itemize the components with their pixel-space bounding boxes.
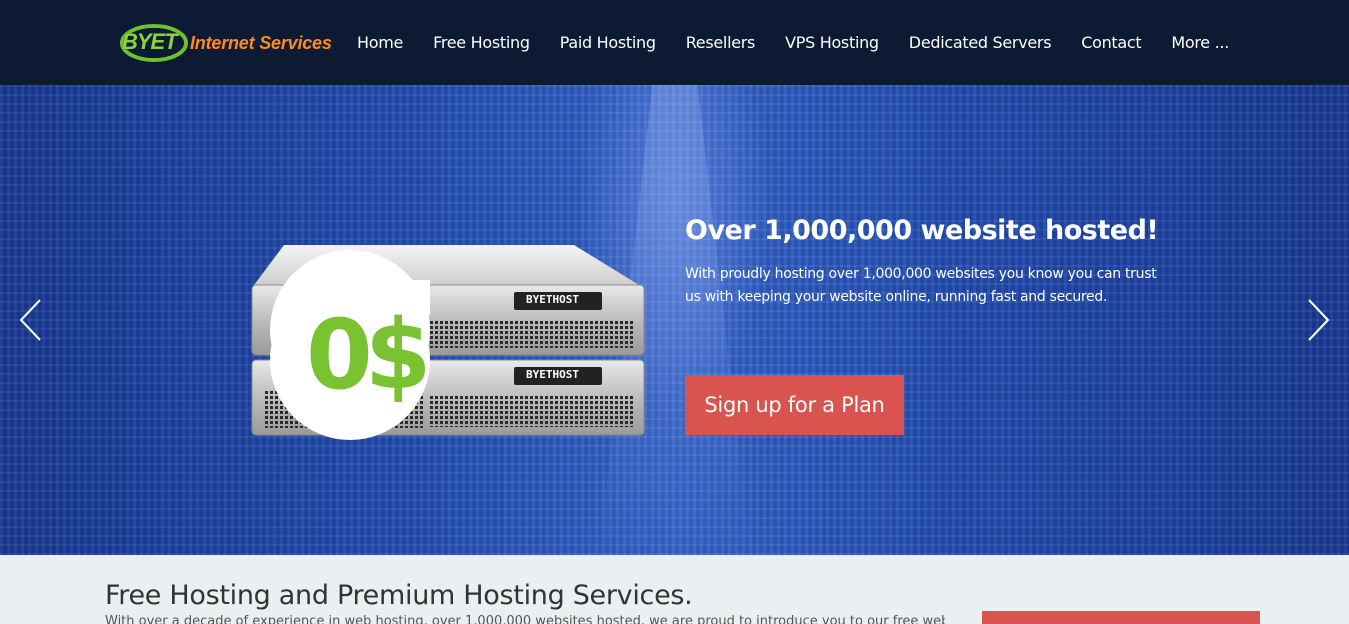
brand-name: Internet Services — [190, 32, 332, 53]
server-illustration: BYETHOST BYETHOST 0$ — [244, 240, 652, 450]
nav-vps-hosting[interactable]: VPS Hosting — [785, 33, 879, 52]
brand-logo[interactable]: BYET Internet Services — [120, 22, 332, 64]
logo-mark-icon: BYET — [120, 23, 188, 63]
server-label-lower: BYETHOST — [526, 368, 579, 381]
section-intro-text: With over a decade of experience in web … — [105, 614, 945, 624]
nav-resellers[interactable]: Resellers — [685, 33, 756, 52]
hero-description: With proudly hosting over 1,000,000 webs… — [685, 266, 1157, 305]
nav-home[interactable]: Home — [357, 33, 404, 52]
price-badge: 0$ — [306, 299, 432, 411]
slider-prev-button[interactable] — [16, 297, 46, 343]
slider-next-button[interactable] — [1303, 297, 1333, 343]
sign-up-plan-button[interactable]: Sign up for a Plan — [685, 375, 904, 435]
main-nav: Home Free Hosting Paid Hosting Resellers… — [327, 0, 1229, 85]
nav-dedicated-servers[interactable]: Dedicated Servers — [908, 33, 1052, 52]
nav-free-hosting[interactable]: Free Hosting — [433, 33, 530, 52]
section-title: Free Hosting and Premium Hosting Service… — [105, 580, 693, 611]
chevron-left-icon — [19, 299, 41, 341]
section-cta-button[interactable] — [982, 611, 1260, 624]
nav-more[interactable]: More ... — [1171, 33, 1229, 52]
server-label-upper: BYETHOST — [526, 293, 579, 306]
logo-mark-text: BYET — [122, 29, 178, 54]
nav-paid-hosting[interactable]: Paid Hosting — [559, 33, 656, 52]
top-navbar: BYET Internet Services Home Free Hosting… — [0, 0, 1349, 85]
hero-slider: BYETHOST BYETHOST 0$ Over 1,000,000 webs… — [0, 85, 1349, 555]
chevron-right-icon — [1308, 299, 1330, 341]
nav-contact[interactable]: Contact — [1081, 33, 1142, 52]
hero-title: Over 1,000,000 website hosted! — [685, 215, 1159, 246]
